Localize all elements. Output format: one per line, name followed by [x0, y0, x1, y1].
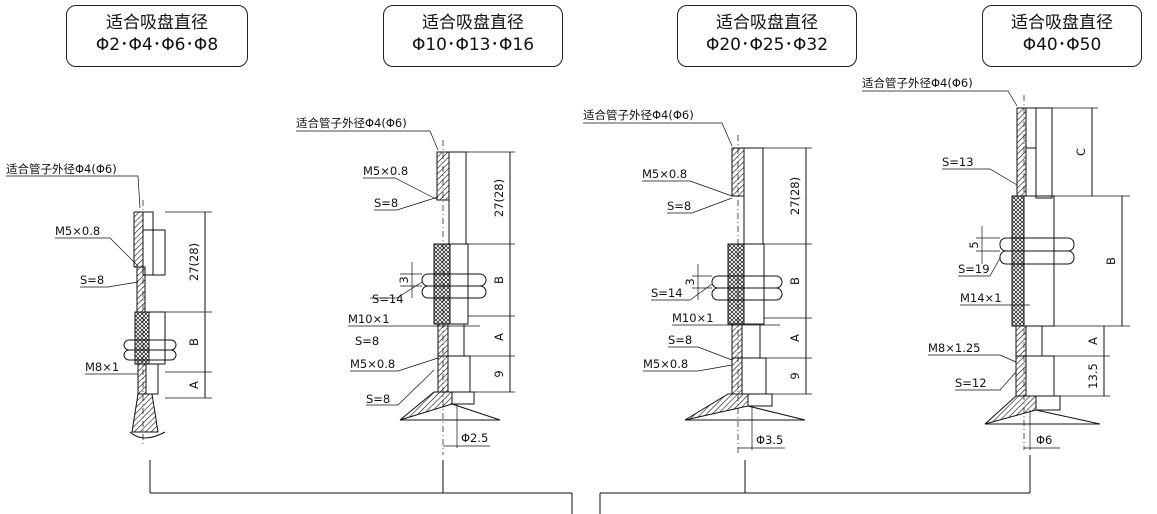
d1-m5-label: M5×0.8	[55, 224, 100, 238]
d1-tube-label: 适合管子外径Φ4(Φ6)	[6, 162, 117, 176]
d1-m8-label: M8×1	[85, 360, 119, 374]
d2-dim-27: 27(28)	[492, 179, 506, 217]
title-box-3-line2: Φ20･Φ25･Φ32	[705, 35, 829, 55]
title-box-4: 适合吸盘直径 Φ40･Φ50	[982, 5, 1142, 67]
title-box-2: 适合吸盘直径 Φ10･Φ13･Φ16	[383, 5, 563, 67]
d2-tube-label: 适合管子外径Φ4(Φ6)	[296, 116, 407, 130]
d1-dim-27: 27(28)	[187, 243, 201, 281]
d3-m5-label: M5×0.8	[642, 167, 687, 181]
d4-s13-label: S=13	[942, 155, 974, 169]
drawing-2	[296, 130, 515, 455]
d2-phi-label: Φ2.5	[461, 431, 488, 445]
d3-phi-label: Φ3.5	[756, 433, 783, 447]
d2-m10-label: M10×1	[348, 312, 390, 326]
d4-tube-label: 适合管子外径Φ4(Φ6)	[862, 76, 973, 90]
d4-s12-label: S=12	[955, 376, 987, 390]
title-box-2-line2: Φ10･Φ13･Φ16	[411, 35, 535, 55]
connector-bracket	[149, 455, 1031, 514]
d4-m8-label: M8×1.25	[928, 341, 980, 355]
d2-dim-a: A	[492, 333, 506, 341]
d3-m5b-label: M5×0.8	[643, 357, 688, 371]
d4-dim-c: C	[1074, 148, 1088, 156]
d2-dim-9: 9	[492, 370, 506, 377]
d3-dim-27: 27(28)	[788, 177, 802, 215]
d3-s8b-label: S=8	[668, 333, 692, 347]
title-box-1-line2: Φ2･Φ4･Φ6･Φ8	[95, 35, 219, 55]
d3-s8-label: S=8	[667, 199, 691, 213]
d4-dim-b: B	[1104, 257, 1118, 265]
d2-s8-label: S=8	[374, 196, 398, 210]
d2-s8c-label: S=8	[366, 392, 390, 406]
title-box-1: 适合吸盘直径 Φ2･Φ4･Φ6･Φ8	[66, 5, 248, 67]
d2-dim-b: B	[492, 276, 506, 284]
d4-dim-13-5: 13.5	[1086, 363, 1100, 389]
d3-dim-a: A	[788, 334, 802, 342]
d2-m5b-label: M5×0.8	[350, 357, 395, 371]
d2-s8b-label: S=8	[355, 334, 379, 348]
title-box-1-line1: 适合吸盘直径	[106, 13, 208, 33]
d1-dim-a: A	[187, 381, 201, 389]
d2-m5-label: M5×0.8	[363, 164, 408, 178]
title-box-4-line2: Φ40･Φ50	[1022, 35, 1102, 55]
d3-dim-9: 9	[788, 372, 802, 379]
drawing-3	[583, 122, 812, 455]
drawing-1	[6, 175, 212, 445]
title-box-2-line1: 适合吸盘直径	[422, 13, 524, 33]
d3-tube-label: 适合管子外径Φ4(Φ6)	[583, 108, 694, 122]
d4-m14-label: M14×1	[960, 291, 1002, 305]
d1-dim-b: B	[187, 338, 201, 346]
d4-s19-label: S=19	[958, 262, 990, 276]
d2-s14-label: S=14	[372, 292, 404, 306]
title-box-3: 适合吸盘直径 Φ20･Φ25･Φ32	[677, 5, 857, 67]
d3-dim-b: B	[788, 277, 802, 285]
d4-dim-5: 5	[967, 241, 981, 248]
d1-s8-label: S=8	[80, 273, 104, 287]
title-box-4-line1: 适合吸盘直径	[1011, 13, 1113, 33]
d2-dim-3: 3	[397, 276, 411, 283]
d3-dim-3: 3	[683, 278, 697, 285]
d4-phi-label: Φ6	[1036, 433, 1052, 447]
drawing-4	[862, 90, 1130, 450]
d3-s14-label: S=14	[651, 286, 683, 300]
d3-m10-label: M10×1	[672, 311, 714, 325]
d4-dim-a: A	[1086, 337, 1100, 345]
title-box-3-line1: 适合吸盘直径	[716, 13, 818, 33]
